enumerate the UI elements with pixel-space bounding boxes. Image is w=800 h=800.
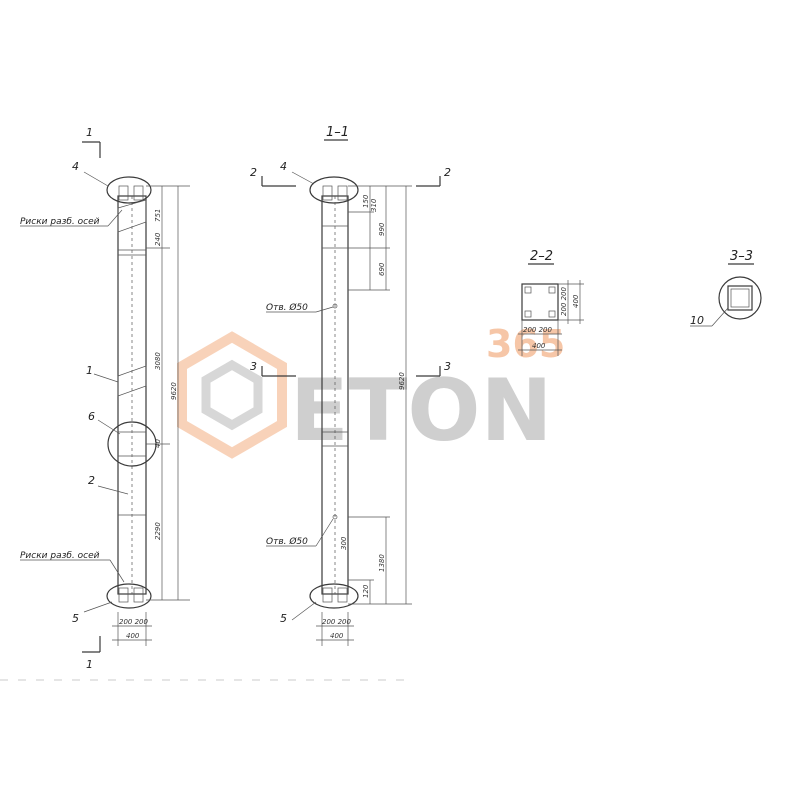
section-bottom-ellipse: [309, 583, 359, 609]
left-column-view: 1 1 4 1 6 2 5: [20, 126, 190, 671]
dim-left-751: 751: [154, 209, 162, 222]
dim-left-2290: 2290: [154, 522, 162, 540]
cut-mark-3-left: 3: [250, 360, 257, 373]
dim-sec-400-horizontal: 400: [532, 342, 546, 350]
callout-6-left: 6: [88, 410, 95, 423]
callout-4-mid: 4: [280, 160, 287, 173]
watermark-word: ETON: [290, 361, 553, 461]
dim-mid-bottom-200: 200 200: [322, 618, 351, 626]
dim-left-bottom-200: 200 200: [119, 618, 148, 626]
dim-mid-300: 300: [340, 536, 348, 550]
dim-left-total: 9620: [170, 382, 178, 400]
dim-mid-total: 9620: [398, 372, 406, 390]
callout-10: 10: [690, 314, 704, 327]
dim-sec-400-vertical: 400: [572, 294, 580, 308]
hole-label-bottom: Отв. Ø50: [266, 536, 308, 547]
dim-mid-bottom-400: 400: [330, 632, 344, 640]
cut-mark-3-right: 3: [444, 360, 451, 373]
dim-left-40: 40: [154, 439, 162, 448]
section-3-3-circle: [718, 276, 762, 320]
dim-left-240: 240: [154, 232, 162, 246]
dim-sec-200-vertical: 200 200: [560, 287, 568, 316]
section-title-1-1: 1–1: [326, 125, 349, 140]
callout-2-left: 2: [88, 474, 95, 487]
risk-label-bottom: Риски разб. осей: [20, 551, 100, 561]
section-2-2-view: 2–2 200 200 400 200 200 400: [518, 249, 584, 356]
dim-sec-200-horizontal: 200 200: [523, 326, 552, 334]
hole-label-top: Отв. Ø50: [266, 302, 308, 313]
watermark-number: 365: [486, 322, 565, 366]
section-top-ellipse: [309, 176, 359, 204]
dim-left-bottom-400: 400: [126, 632, 140, 640]
dim-mid-1380: 1380: [378, 554, 386, 572]
section-2-2-square: [521, 283, 559, 321]
dim-mid-690: 690: [378, 262, 386, 276]
section-title-2-2: 2–2: [530, 249, 553, 264]
bottom-knot-ellipse: [106, 583, 152, 609]
watermark: 365 ETON: [177, 322, 565, 461]
watermark-logo-icon: [177, 331, 287, 459]
dim-mid-150: 150: [362, 194, 370, 208]
section-3-3-square: [727, 285, 753, 311]
section-title-3-3: 3–3: [730, 249, 753, 264]
cut-mark-2-right: 2: [444, 166, 451, 179]
callout-5-mid: 5: [280, 612, 287, 625]
dim-mid-310: 310: [370, 198, 378, 212]
cut-mark-1-top: 1: [86, 126, 93, 139]
callout-4-left: 4: [72, 160, 79, 173]
callout-5-left: 5: [72, 612, 79, 625]
dim-left-3080: 3080: [154, 352, 162, 370]
dim-mid-120: 120: [362, 584, 370, 598]
top-knot-ellipse: [106, 176, 152, 204]
cut-mark-2-left: 2: [250, 166, 257, 179]
dim-mid-990: 990: [378, 222, 386, 236]
risk-label-top: Риски разб. осей: [20, 217, 100, 227]
callout-1-left: 1: [86, 364, 93, 377]
section-1-1-view: 1–1 2 2 3 3 4 5: [250, 125, 451, 646]
cut-mark-1-bottom: 1: [86, 658, 93, 671]
section-3-3-view: 3–3 10: [690, 249, 762, 327]
